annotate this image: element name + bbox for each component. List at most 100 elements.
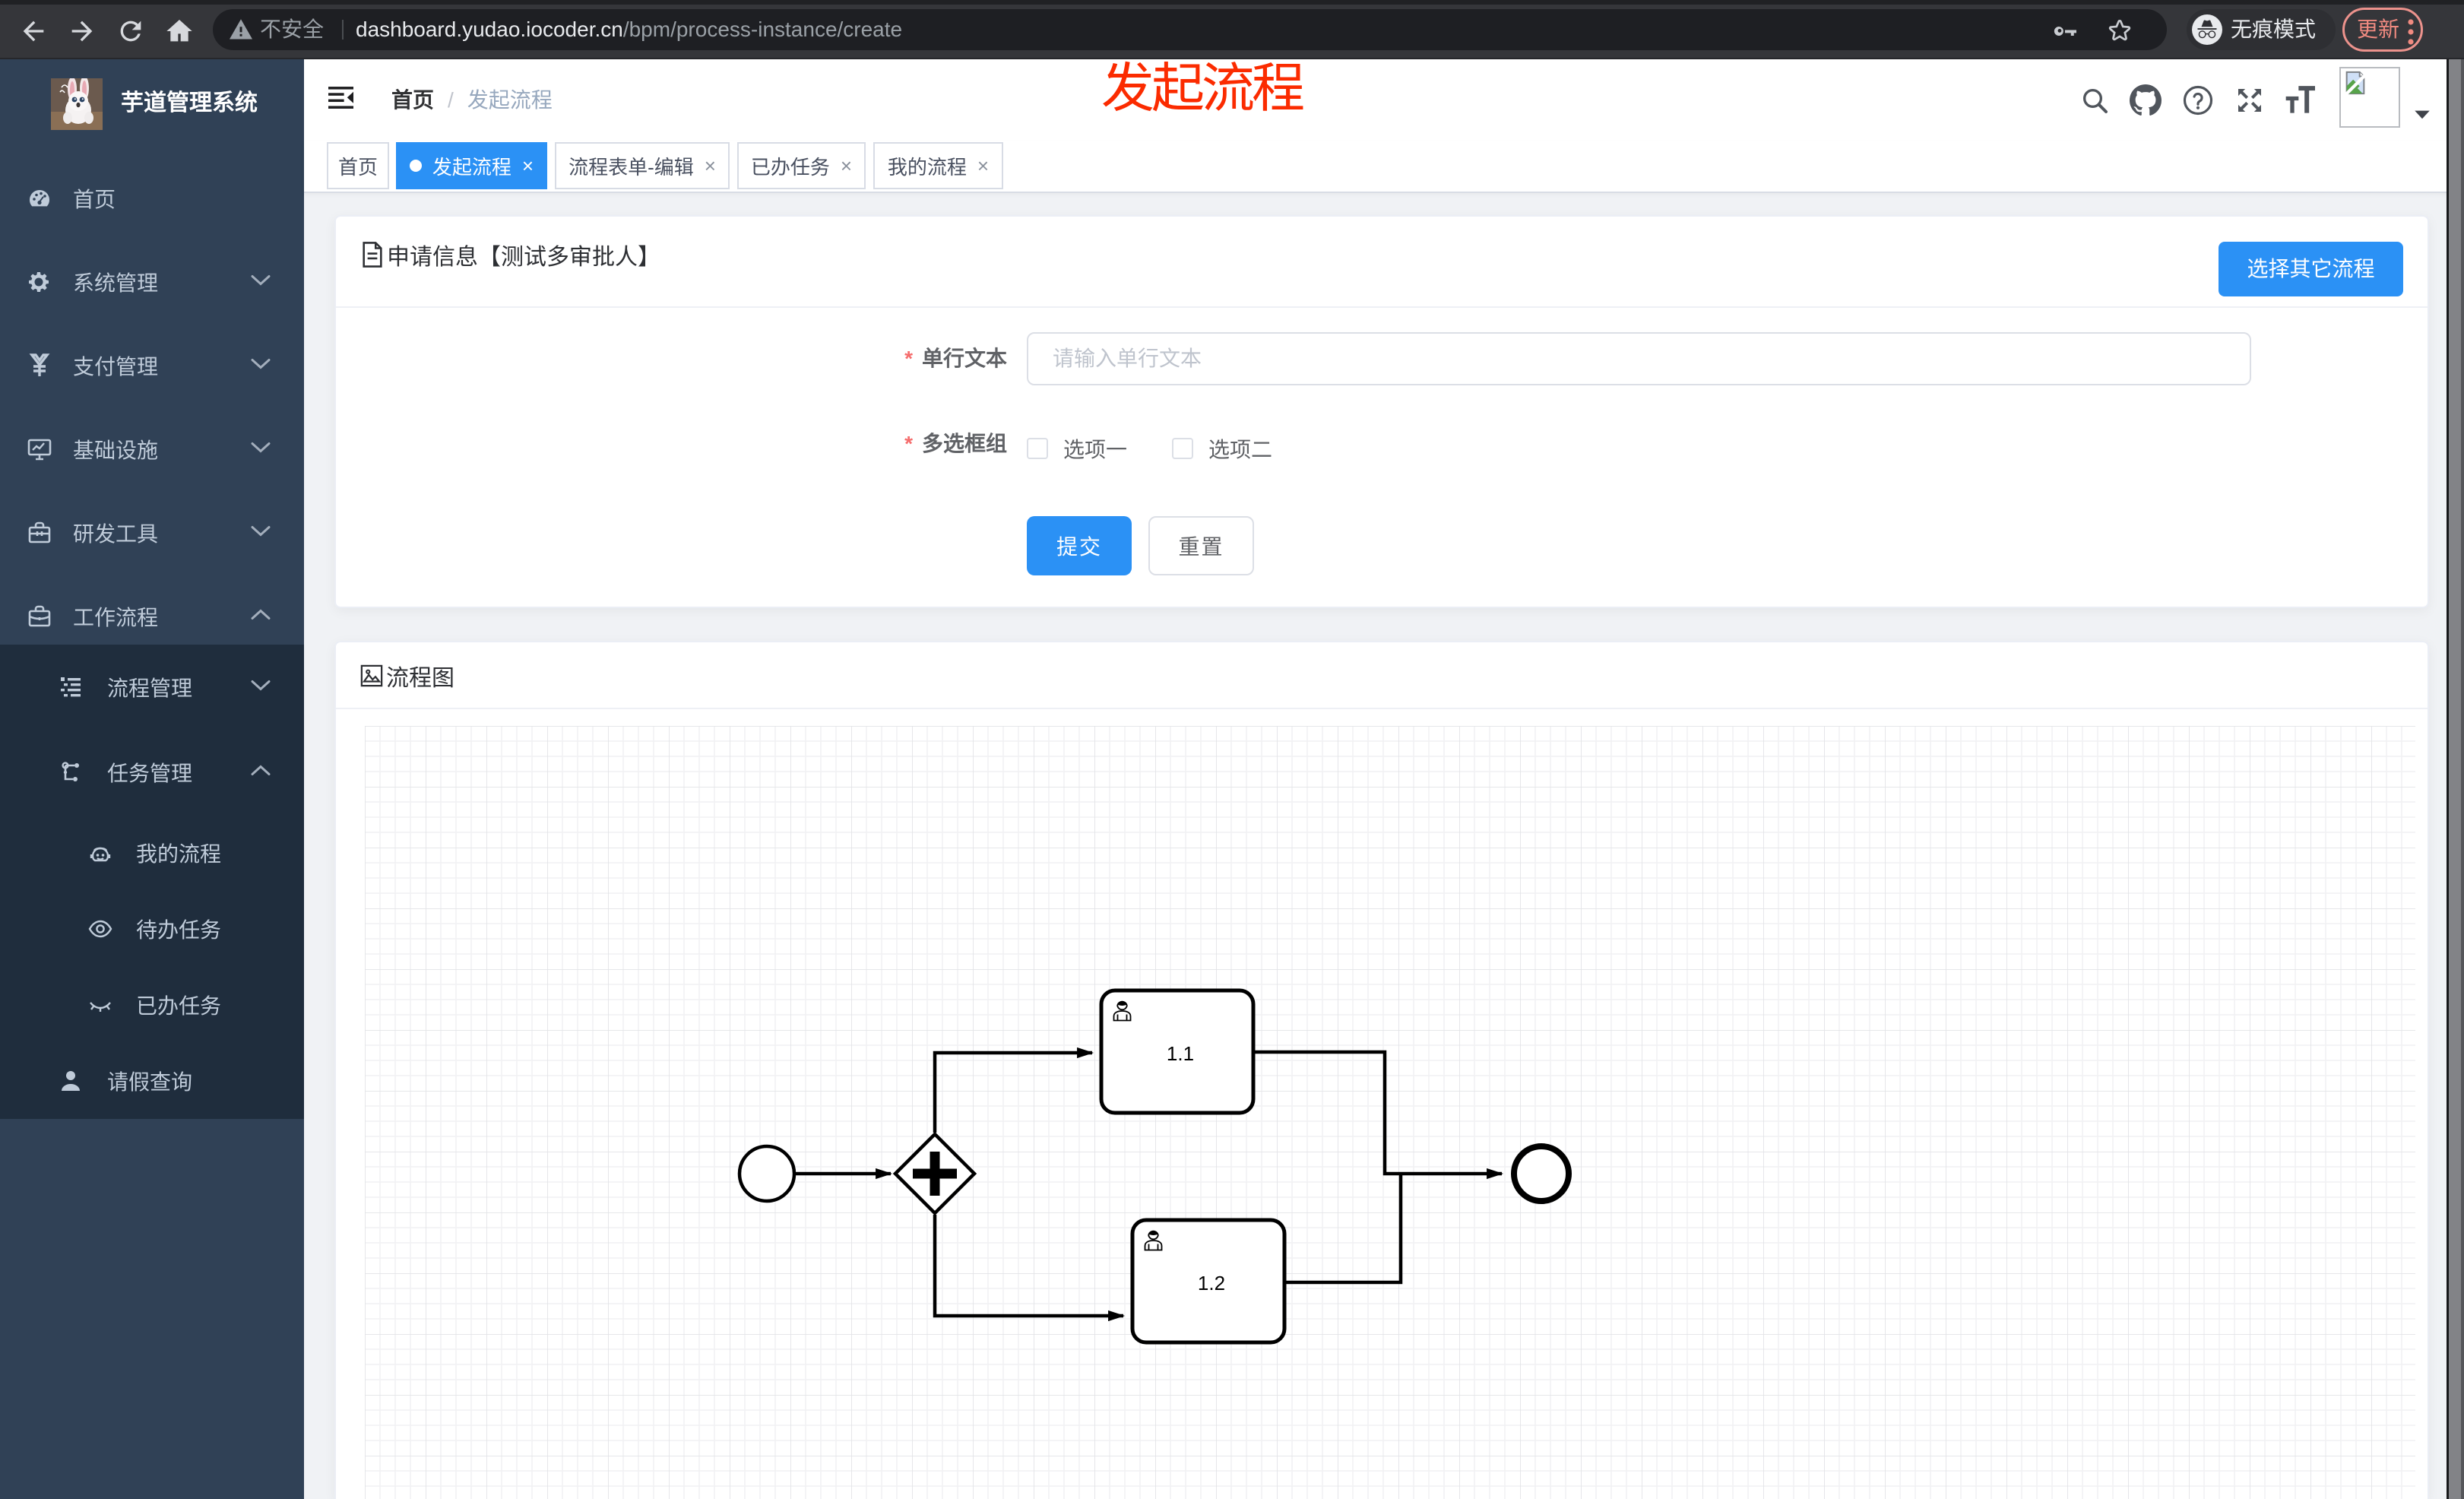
sidebar-item-my-process[interactable]: 我的流程 — [0, 815, 304, 891]
bpmn-user-task-1-2[interactable] — [1130, 1218, 1287, 1345]
bookmark-star-icon[interactable] — [2106, 17, 2133, 48]
bpmn-canvas[interactable]: 1.1 1.2 — [365, 726, 2415, 1499]
checkbox-option-2[interactable]: 选项二 — [1172, 433, 1272, 464]
incognito-badge: 无痕模式 — [2187, 9, 2336, 50]
sidebar-item-payment[interactable]: 支付管理 — [0, 324, 304, 407]
navbar: 首页/发起流程 — [304, 59, 2464, 141]
address-bar[interactable]: 不安全 dashboard.yudao.iocoder.cn/bpm/proce… — [213, 9, 2167, 50]
edge-task2-to-end[interactable] — [1286, 1175, 1403, 1285]
tag-close-icon[interactable]: × — [840, 154, 853, 177]
tag-label: 我的流程 — [887, 155, 967, 179]
logo-avatar — [51, 78, 103, 130]
browser-back-button[interactable] — [15, 13, 52, 49]
sidebar-item-infra[interactable]: 基础设施 — [0, 407, 304, 491]
chevron-down-icon — [251, 680, 271, 696]
checkbox-option-1[interactable]: 选项一 — [1027, 433, 1127, 464]
tag-close-icon[interactable]: × — [704, 154, 716, 177]
submit-button[interactable]: 提交 — [1027, 516, 1132, 575]
card-header: 申请信息【测试多审批人】 选择其它流程 — [336, 217, 2428, 308]
card-title: 流程图 — [360, 657, 454, 695]
checkbox-box[interactable] — [1027, 438, 1048, 459]
eye-closed-icon — [88, 993, 112, 1017]
sidebar-item-done-tasks[interactable]: 已办任务 — [0, 967, 304, 1043]
sidebar-item-devtools[interactable]: 研发工具 — [0, 491, 304, 575]
chrome-bottom-border — [0, 58, 2464, 59]
sidebar-item-label: 已办任务 — [136, 994, 222, 1018]
update-label[interactable]: 更新 — [2357, 17, 2400, 41]
field-label-text-input: *单行文本 — [904, 347, 1007, 370]
tag-close-icon[interactable]: × — [977, 154, 990, 177]
sidebar-item-todo-tasks[interactable]: 待办任务 — [0, 891, 304, 967]
not-secure-label[interactable]: 不安全 — [260, 17, 325, 41]
bpmn-end-event[interactable] — [1511, 1143, 1572, 1204]
checkbox-box[interactable] — [1172, 438, 1193, 459]
user-menu-caret-icon[interactable] — [2414, 109, 2431, 123]
breadcrumb-home[interactable]: 首页 — [391, 88, 435, 112]
browser-menu-icon[interactable] — [2407, 18, 2415, 49]
diagram-grid — [365, 726, 2415, 1499]
sidebar-item-label: 基础设施 — [73, 439, 159, 462]
bpmn-start-event[interactable] — [737, 1144, 797, 1203]
sidebar-item-process-mgmt[interactable]: 流程管理 — [0, 645, 304, 730]
sidebar-logo[interactable]: 芋道管理系统 — [0, 59, 304, 144]
fullscreen-icon[interactable] — [2231, 82, 2268, 119]
omnibox-divider — [342, 20, 344, 40]
sidebar-item-task-mgmt[interactable]: 任务管理 — [0, 730, 304, 815]
apply-info-card: 申请信息【测试多审批人】 选择其它流程 *单行文本 *多选框组 选项一 选项二 … — [334, 215, 2429, 608]
sidebar-item-label: 首页 — [73, 188, 116, 211]
card-title: 申请信息【测试多审批人】 — [361, 236, 660, 274]
sidebar-item-label: 工作流程 — [73, 606, 159, 629]
tag-start-process[interactable]: 发起流程 × — [396, 142, 547, 189]
task-label: 1.1 — [1167, 1042, 1194, 1065]
sidebar-item-workflow[interactable]: 工作流程 — [0, 575, 304, 658]
github-icon[interactable] — [2127, 82, 2164, 119]
browser-reload-button[interactable] — [112, 13, 149, 49]
browser-forward-button[interactable] — [64, 13, 100, 49]
tag-label: 流程表单-编辑 — [568, 155, 694, 179]
choose-other-process-button[interactable]: 选择其它流程 — [2219, 242, 2403, 296]
gateway-plus-icon — [913, 1152, 957, 1196]
tag-my-process[interactable]: 我的流程 × — [873, 142, 1003, 189]
tag-form-edit[interactable]: 流程表单-编辑 × — [555, 142, 730, 189]
font-size-icon[interactable] — [2282, 82, 2318, 119]
main-area: 首页/发起流程 — [304, 59, 2464, 1499]
avatar[interactable] — [2339, 67, 2400, 128]
page-body: 芋道管理系统 首页 系统管理 支付管理 — [0, 59, 2464, 1499]
user-task-icon — [1144, 1230, 1163, 1251]
sidebar-item-system[interactable]: 系统管理 — [0, 240, 304, 324]
tag-done-tasks[interactable]: 已办任务 × — [737, 142, 866, 189]
sidebar-item-label: 支付管理 — [73, 355, 159, 379]
help-icon[interactable] — [2180, 82, 2216, 119]
sidebar-item-label: 研发工具 — [73, 522, 159, 546]
tag-label: 已办任务 — [750, 155, 830, 179]
incognito-label: 无痕模式 — [2231, 17, 2317, 41]
tag-home[interactable]: 首页 — [327, 142, 389, 189]
card-title-text: 申请信息【测试多审批人】 — [387, 245, 660, 270]
person-icon — [59, 1069, 83, 1093]
card-header: 流程图 — [336, 642, 2428, 709]
browser-home-button[interactable] — [161, 13, 198, 49]
briefcase-icon — [27, 604, 52, 629]
browser-update-chip[interactable]: 更新 — [2342, 8, 2423, 52]
chevron-down-icon — [251, 442, 271, 458]
edge-gateway-to-task2[interactable] — [933, 1215, 1126, 1322]
gear-icon — [27, 270, 52, 294]
tag-close-icon[interactable]: × — [521, 154, 534, 177]
single-line-text-input[interactable] — [1027, 332, 2251, 385]
toolbox-icon — [27, 521, 52, 545]
sidebar-item-home[interactable]: 首页 — [0, 157, 304, 240]
edge-gateway-to-task1[interactable] — [933, 1047, 1094, 1133]
search-icon[interactable] — [2076, 82, 2113, 119]
page-scrollbar[interactable] — [2447, 59, 2464, 1499]
reset-button[interactable]: 重置 — [1148, 516, 1254, 575]
breadcrumb-current: 发起流程 — [467, 88, 553, 112]
sidebar-item-leave-query[interactable]: 请假查询 — [0, 1043, 304, 1119]
monitor-icon — [27, 437, 52, 461]
edge-task1-to-end[interactable] — [1255, 1050, 1504, 1180]
sidebar-toggle-icon[interactable] — [328, 87, 356, 114]
sidebar-item-label: 我的流程 — [136, 842, 222, 866]
card-title-text: 流程图 — [386, 666, 454, 691]
url-text[interactable]: dashboard.yudao.iocoder.cn/bpm/process-i… — [356, 9, 902, 50]
bpmn-user-task-1-1[interactable] — [1099, 988, 1256, 1115]
password-key-icon[interactable] — [2051, 17, 2079, 49]
